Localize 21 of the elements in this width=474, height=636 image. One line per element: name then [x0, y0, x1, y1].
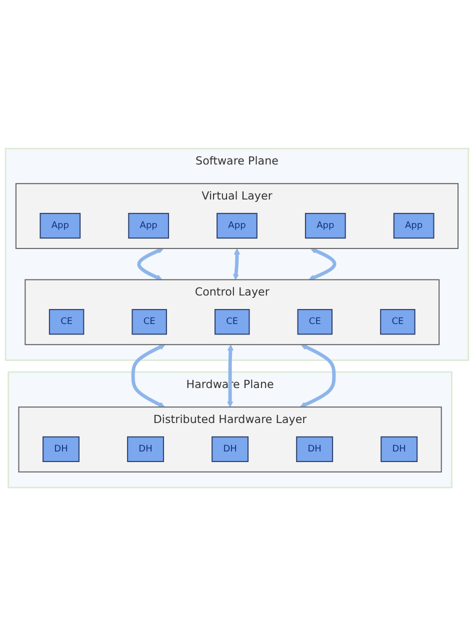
arrow	[308, 248, 336, 280]
arrow	[300, 344, 336, 408]
arrow	[137, 248, 164, 280]
node-box: App	[40, 212, 81, 239]
node-box: CE	[132, 308, 167, 335]
node-box: CE	[297, 308, 333, 335]
node-box: App	[304, 212, 346, 239]
node-box: DH	[127, 436, 164, 462]
arrow	[131, 344, 166, 408]
node-box: CE	[380, 308, 416, 335]
arrow	[232, 248, 240, 280]
node-box: DH	[212, 436, 249, 462]
node-box: App	[128, 212, 170, 239]
node-box: CE	[214, 308, 250, 335]
node-box: App	[216, 212, 258, 239]
node-box: CE	[48, 308, 84, 335]
node-box: DH	[380, 436, 418, 462]
node-box: DH	[296, 436, 334, 462]
arrow	[227, 344, 234, 408]
node-box: DH	[42, 436, 80, 462]
node-box: App	[393, 212, 434, 239]
